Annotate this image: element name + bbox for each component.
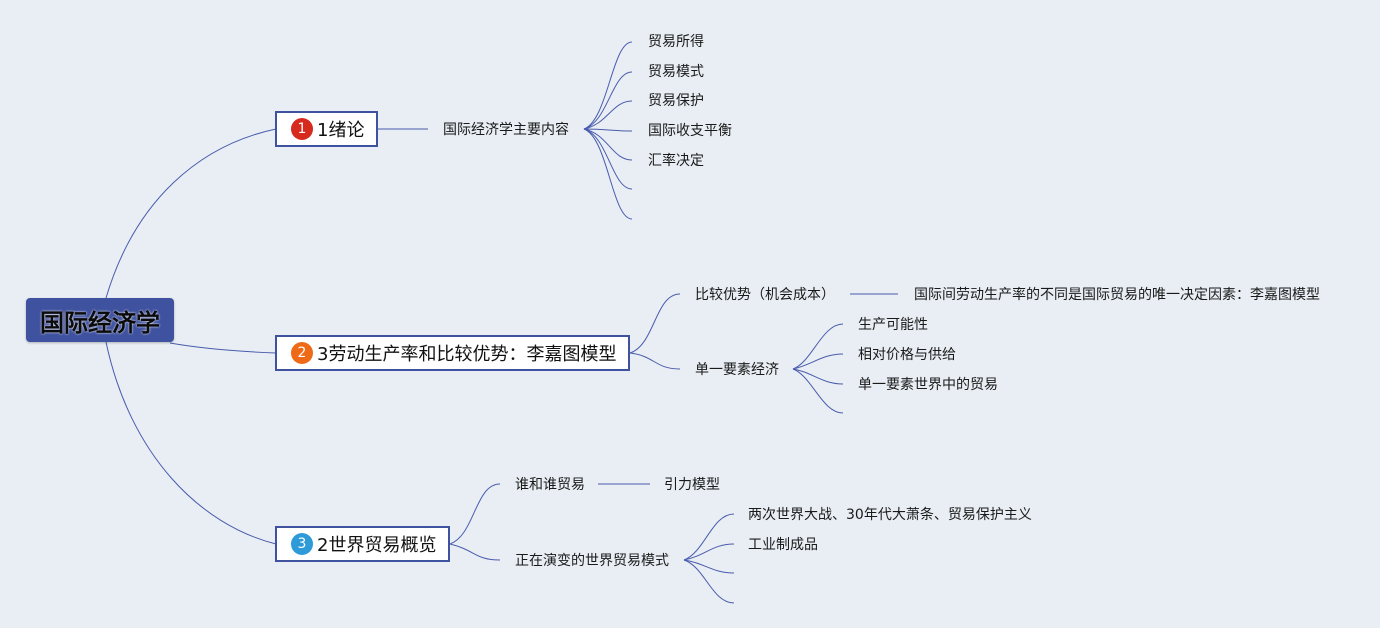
link-fan3-a (683, 513, 735, 561)
subtopic-one-factor-economy[interactable]: 单一要素经济 (695, 362, 779, 378)
leaf-trade-protection[interactable]: 贸易保护 (648, 93, 704, 109)
link-topic3-sub1 (449, 483, 501, 545)
leaf-world-wars-depression[interactable]: 两次世界大战、30年代大萧条、贸易保护主义 (748, 507, 1032, 523)
leaf-gravity-model[interactable]: 引力模型 (664, 477, 720, 493)
root-topic-label: 国际经济学 (40, 308, 160, 337)
leaf-manufactured-goods[interactable]: 工业制成品 (748, 537, 818, 553)
link-topic2-sub1 (629, 293, 681, 354)
main-topic-1[interactable]: 1 1绪论 (275, 111, 378, 147)
link-fan3-b (683, 543, 735, 561)
link-fan1-b (583, 71, 633, 130)
link-fan3-d (683, 559, 735, 604)
main-topic-1-label: 1绪论 (317, 120, 365, 141)
link-fan1-c (583, 100, 633, 130)
link-topic2-sub2 (629, 352, 681, 370)
link-topic3-sub2 (449, 543, 501, 561)
leaf-trade-pattern[interactable]: 贸易模式 (648, 64, 704, 80)
link-fan2-b (792, 353, 844, 370)
leaf-one-factor-world-trade[interactable]: 单一要素世界中的贸易 (858, 377, 998, 393)
link-root-topic3 (105, 341, 277, 545)
link-fan1-a (583, 41, 633, 130)
link-fan1-g (583, 128, 633, 220)
leaf-exchange-rate[interactable]: 汇率决定 (648, 153, 704, 169)
leaf-balance-of-payments[interactable]: 国际收支平衡 (648, 123, 732, 139)
link-fan2-c (792, 368, 844, 385)
root-topic[interactable]: 国际经济学 (26, 298, 174, 342)
leaf-ricardo-model[interactable]: 国际间劳动生产率的不同是国际贸易的唯一决定因素：李嘉图模型 (914, 287, 1320, 303)
subtopic-intro-content[interactable]: 国际经济学主要内容 (443, 122, 569, 138)
priority-1-icon: 1 (291, 118, 313, 140)
subtopic-comparative-advantage[interactable]: 比较优势（机会成本） (695, 287, 835, 303)
main-topic-3[interactable]: 3 2世界贸易概览 (275, 526, 450, 562)
link-fan2-a (792, 323, 844, 370)
priority-2-icon: 2 (291, 342, 313, 364)
main-topic-2[interactable]: 2 3劳动生产率和比较优势：李嘉图模型 (275, 335, 630, 371)
leaf-production-possibility[interactable]: 生产可能性 (858, 317, 928, 333)
subtopic-changing-trade-pattern[interactable]: 正在演变的世界贸易模式 (515, 553, 669, 569)
link-fan3-c (683, 559, 735, 574)
link-fan1-d (583, 128, 633, 132)
link-root-topic2 (169, 342, 277, 354)
link-root-topic1 (105, 128, 277, 299)
link-fan2-d (792, 368, 844, 414)
leaf-trade-gains[interactable]: 贸易所得 (648, 34, 704, 50)
priority-3-icon: 3 (291, 533, 313, 555)
main-topic-3-label: 2世界贸易概览 (317, 535, 437, 556)
subtopic-who-trades[interactable]: 谁和谁贸易 (515, 477, 585, 493)
main-topic-2-label: 3劳动生产率和比较优势：李嘉图模型 (317, 344, 617, 365)
leaf-relative-price-supply[interactable]: 相对价格与供给 (858, 347, 956, 363)
link-fan1-f (583, 128, 633, 190)
link-fan1-e (583, 128, 633, 161)
